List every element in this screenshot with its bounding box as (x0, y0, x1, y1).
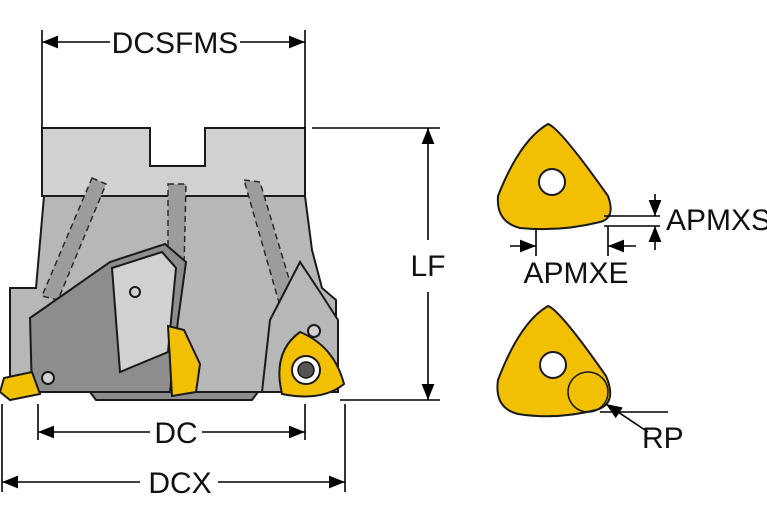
screw-hole-right (307, 324, 321, 338)
insert-detail-top: APMXS APMXE (496, 122, 767, 290)
insert-hole-bottom (539, 351, 567, 379)
label-dc: DC (154, 417, 197, 450)
label-dcsfms: DCSFMS (112, 27, 239, 60)
torx-screw-icon (297, 361, 315, 379)
dimension-dcsfms: DCSFMS (41, 27, 306, 128)
cutter-body (0, 127, 346, 402)
insert-hole-top (538, 168, 566, 196)
insert-center (166, 324, 202, 398)
dimension-dcx: DCX (1, 404, 346, 500)
dimension-dc: DC (37, 404, 306, 450)
pocket-face (110, 250, 178, 374)
label-dcx: DCX (148, 467, 211, 500)
label-apmxs: APMXS (666, 204, 767, 237)
label-lf: LF (410, 250, 445, 283)
insert-detail-bottom: RP (496, 304, 684, 455)
insert-left (0, 370, 42, 402)
screw-hole-top (129, 286, 141, 298)
label-rp: RP (642, 422, 684, 455)
dimension-lf: LF (312, 127, 446, 401)
screw-hole-left (41, 371, 55, 385)
corner-radius-circle (567, 371, 609, 413)
label-apmxe: APMXE (523, 257, 628, 290)
